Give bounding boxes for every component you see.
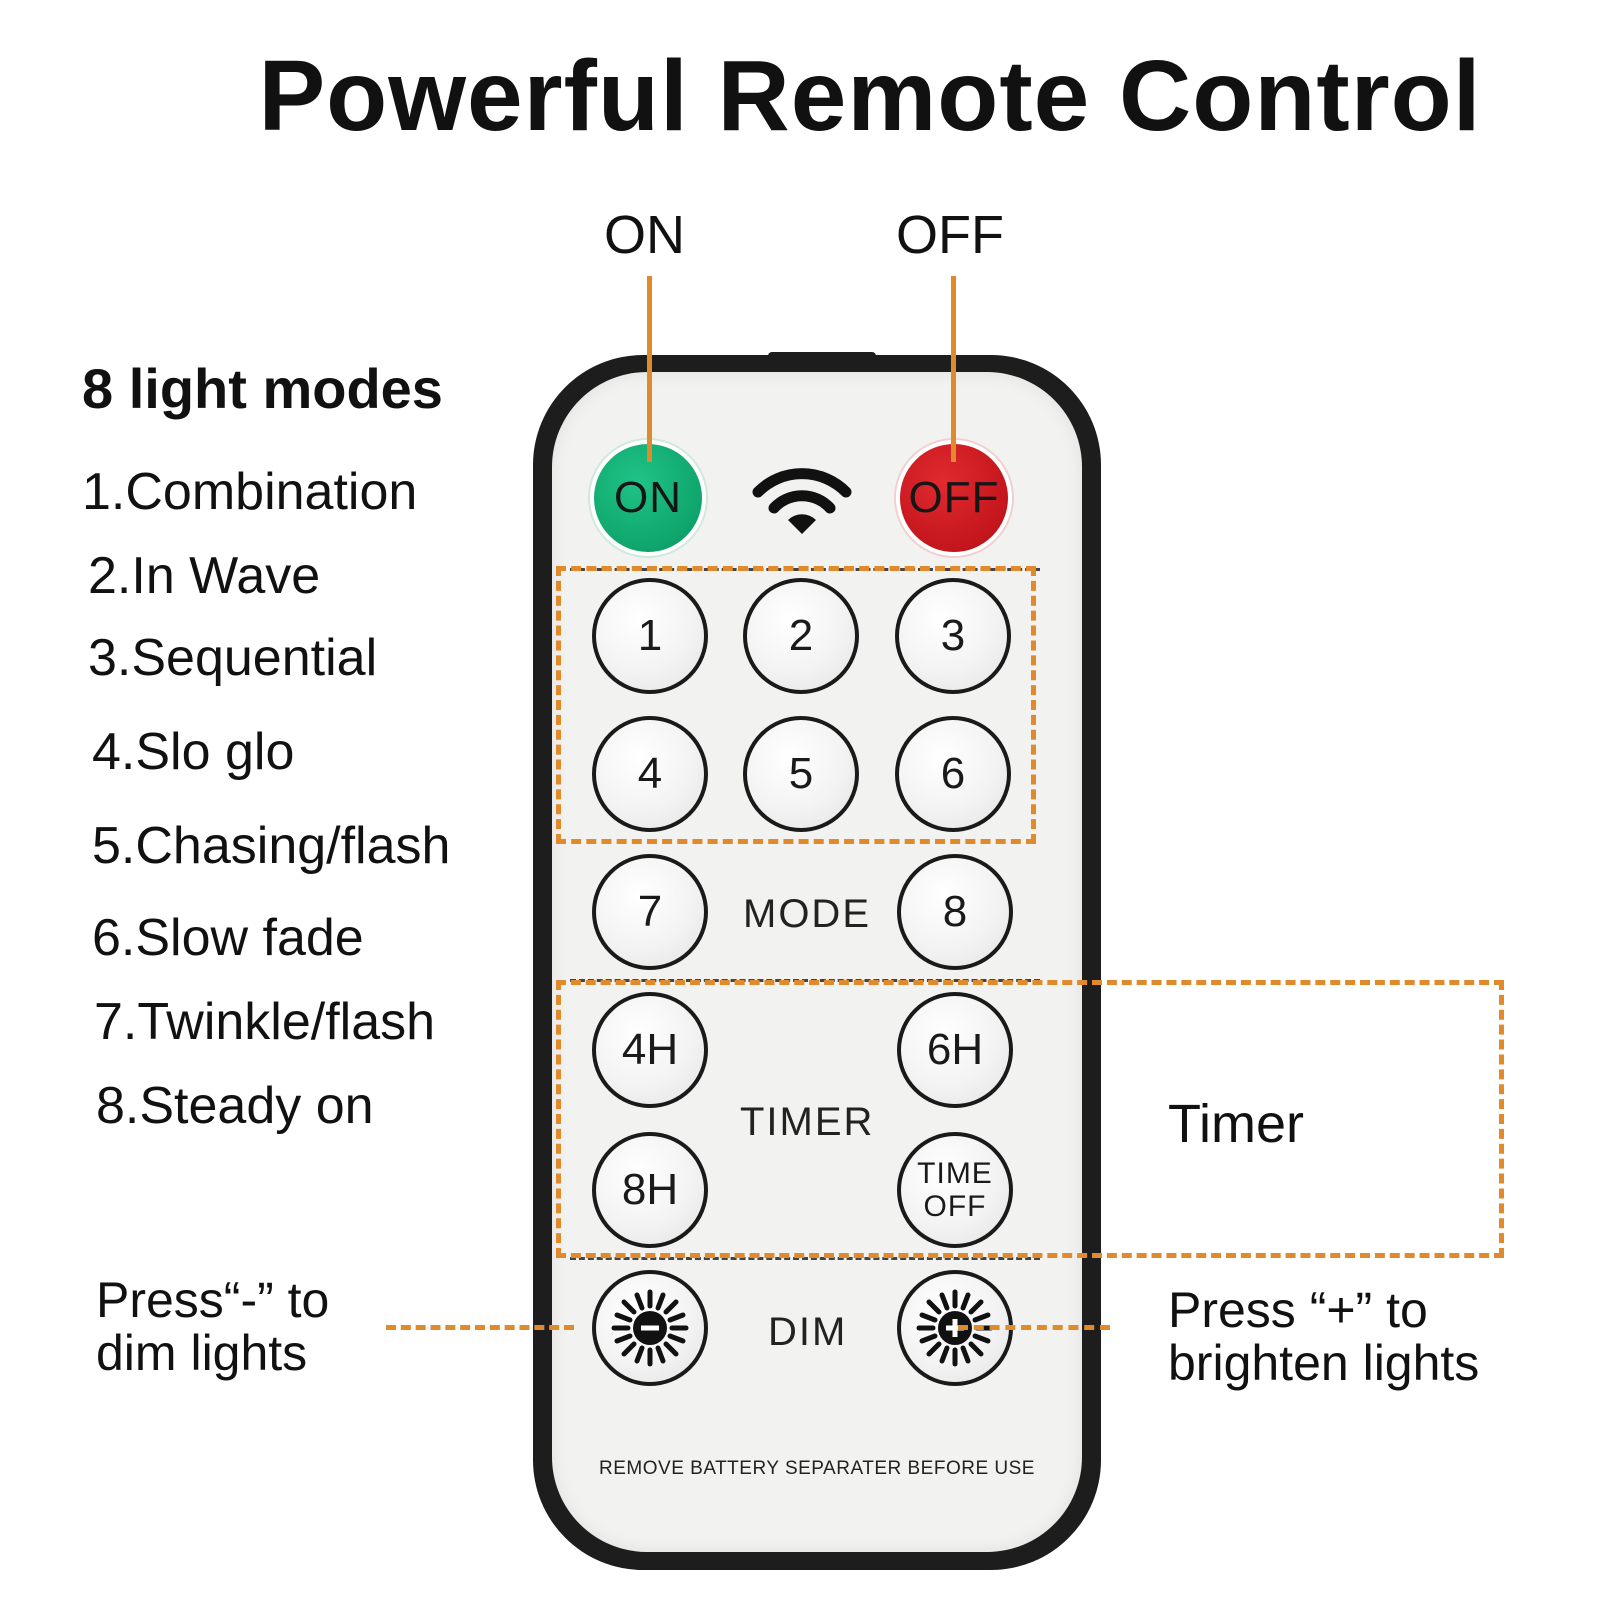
- mode-button-6[interactable]: 6: [895, 716, 1011, 832]
- mode-item-5: 5.Chasing/flash: [92, 817, 451, 875]
- off-leader-line: [951, 276, 956, 462]
- timer-6h-button[interactable]: 6H: [897, 992, 1013, 1108]
- brighten-leader-line: [958, 1325, 1110, 1330]
- mode-button-7[interactable]: 7: [592, 854, 708, 970]
- wifi-icon: [752, 468, 852, 536]
- off-callout-label: OFF: [896, 205, 1004, 265]
- timer-off-label: TIME OFF: [917, 1157, 993, 1223]
- mode-button-5[interactable]: 5: [743, 716, 859, 832]
- brighten-annotation-line2: brighten lights: [1168, 1334, 1480, 1391]
- brighten-annotation: Press “+” to brighten lights: [1168, 1284, 1479, 1389]
- mode-label: MODE: [743, 892, 871, 936]
- mode-item-1: 1.Combination: [82, 463, 418, 521]
- remote-top-notch: [768, 352, 876, 360]
- timer-highlight-box: [556, 980, 1504, 1258]
- timer-label: TIMER: [740, 1100, 875, 1144]
- mode-button-4[interactable]: 4: [592, 716, 708, 832]
- off-button-label: OFF: [908, 473, 1000, 522]
- mode-item-8: 8.Steady on: [96, 1077, 374, 1135]
- modes-heading: 8 light modes: [82, 357, 443, 420]
- dim-annotation: Press“-” to dim lights: [96, 1274, 329, 1379]
- dim-minus-button[interactable]: [592, 1270, 708, 1386]
- timer-off-label-line2: OFF: [923, 1190, 987, 1223]
- on-callout-label: ON: [604, 205, 685, 265]
- dim-plus-button[interactable]: [897, 1270, 1013, 1386]
- timer-off-button[interactable]: TIME OFF: [897, 1132, 1013, 1248]
- mode-button-1[interactable]: 1: [592, 578, 708, 694]
- mode-item-4: 4.Slo glo: [92, 723, 295, 781]
- page-title: Powerful Remote Control: [258, 40, 1482, 152]
- on-leader-line: [647, 276, 652, 462]
- mode-item-7: 7.Twinkle/flash: [94, 993, 436, 1051]
- timer-4h-button[interactable]: 4H: [592, 992, 708, 1108]
- on-button-label: ON: [614, 473, 682, 522]
- timer-8h-button[interactable]: 8H: [592, 1132, 708, 1248]
- dim-annotation-line1: Press“-” to: [96, 1272, 330, 1328]
- modes-highlight-box: [556, 566, 1036, 844]
- timer-off-label-line1: TIME: [917, 1157, 993, 1190]
- dim-leader-line: [386, 1325, 574, 1330]
- timer-annotation: Timer: [1168, 1094, 1304, 1154]
- mode-button-8[interactable]: 8: [897, 854, 1013, 970]
- mode-button-3[interactable]: 3: [895, 578, 1011, 694]
- brightness-minus-icon: [611, 1289, 689, 1367]
- mode-item-3: 3.Sequential: [88, 629, 378, 687]
- battery-notice: REMOVE BATTERY SEPARATER BEFORE USE: [599, 1458, 1035, 1479]
- dim-annotation-line2: dim lights: [96, 1324, 308, 1381]
- mode-item-6: 6.Slow fade: [92, 909, 364, 967]
- brighten-annotation-line1: Press “+” to: [1168, 1282, 1428, 1338]
- brightness-plus-icon: [916, 1289, 994, 1367]
- remote-divider: [570, 1257, 1040, 1260]
- mode-button-2[interactable]: 2: [743, 578, 859, 694]
- mode-item-2: 2.In Wave: [88, 547, 321, 605]
- dim-label: DIM: [768, 1310, 848, 1354]
